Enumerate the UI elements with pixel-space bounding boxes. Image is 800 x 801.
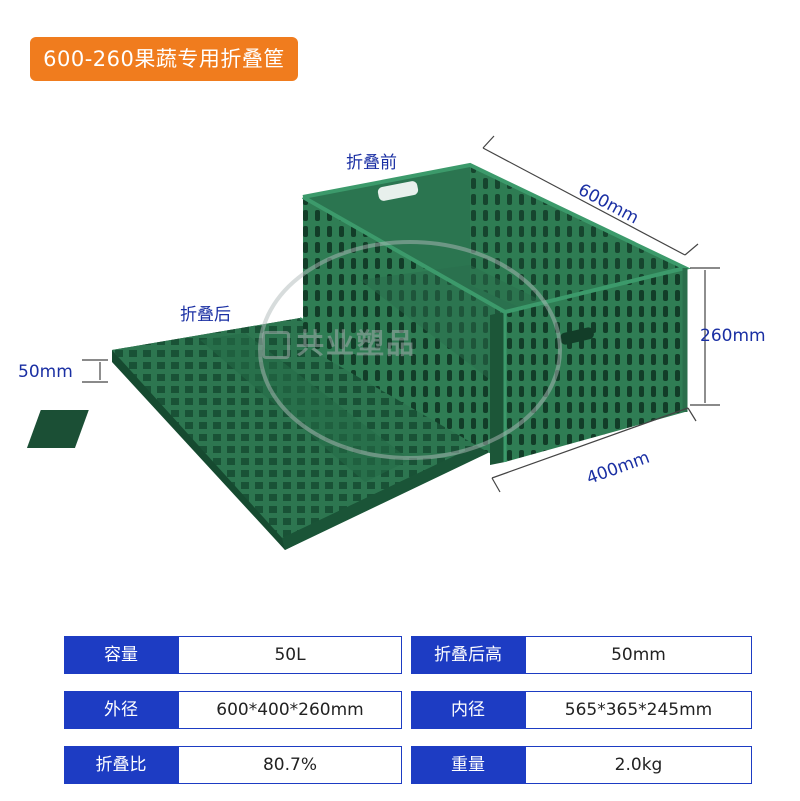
- spec-row: 折叠比 80.7% 重量 2.0kg: [64, 746, 752, 784]
- spec-table: 容量 50L 折叠后高 50mm 外径 600*400*260mm 内径 565…: [64, 636, 752, 801]
- spec-row: 外径 600*400*260mm 内径 565*365*245mm: [64, 691, 752, 729]
- label-height: 260mm: [700, 326, 766, 346]
- spec-key-inner-size: 内径: [411, 691, 525, 729]
- watermark-brand: 共业塑品: [296, 327, 417, 360]
- spec-value-capacity: 50L: [178, 636, 402, 674]
- unfolded-crate: [302, 162, 691, 465]
- spec-key-outer-size: 外径: [64, 691, 178, 729]
- folded-crate: [26, 317, 490, 550]
- spec-key-fold-ratio: 折叠比: [64, 746, 178, 784]
- spec-key-folded-height: 折叠后高: [411, 636, 525, 674]
- product-image: [26, 135, 720, 550]
- dimension-lines: [82, 135, 720, 493]
- spec-value-inner-size: 565*365*245mm: [525, 691, 752, 729]
- brand-logo-icon: [262, 331, 290, 359]
- label-before-fold: 折叠前: [346, 153, 397, 173]
- spec-value-weight: 2.0kg: [525, 746, 752, 784]
- spec-value-fold-ratio: 80.7%: [178, 746, 402, 784]
- spec-value-outer-size: 600*400*260mm: [178, 691, 402, 729]
- spec-key-weight: 重量: [411, 746, 525, 784]
- spec-key-capacity: 容量: [64, 636, 178, 674]
- spec-value-folded-height: 50mm: [525, 636, 752, 674]
- page-title: 600-260果蔬专用折叠筐: [30, 37, 298, 81]
- spec-row: 容量 50L 折叠后高 50mm: [64, 636, 752, 674]
- watermark: 共业塑品: [262, 322, 416, 362]
- label-after-fold: 折叠后: [180, 305, 231, 325]
- watermark-seal: [258, 240, 562, 460]
- label-folded-height: 50mm: [18, 362, 73, 382]
